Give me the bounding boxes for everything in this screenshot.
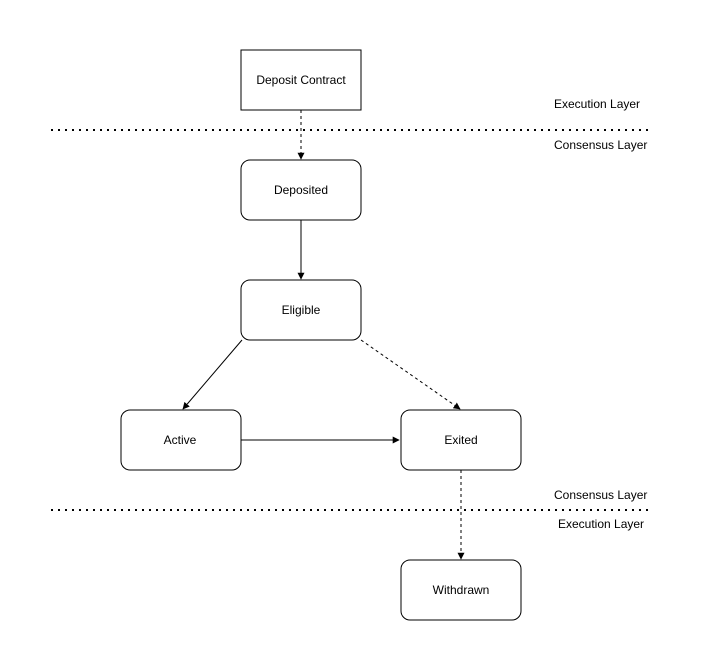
layer-label-consensus-top: Consensus Layer: [554, 138, 647, 152]
edge-eligible-to-exited: [360, 339, 461, 410]
node-active: Active: [120, 409, 242, 471]
layer-label-execution-top: Execution Layer: [554, 97, 640, 111]
node-exited: Exited: [400, 409, 522, 471]
node-deposited: Deposited: [240, 159, 362, 221]
node-active-label: Active: [164, 433, 197, 447]
layer-label-execution-bottom: Execution Layer: [558, 517, 644, 531]
node-deposit-contract: Deposit Contract: [240, 49, 362, 111]
node-eligible-label: Eligible: [282, 303, 321, 317]
node-withdrawn: Withdrawn: [400, 559, 522, 621]
node-exited-label: Exited: [444, 433, 477, 447]
node-deposited-label: Deposited: [274, 183, 328, 197]
node-eligible: Eligible: [240, 279, 362, 341]
node-withdrawn-label: Withdrawn: [433, 583, 490, 597]
edge-eligible-to-active: [182, 339, 243, 410]
layer-label-consensus-bottom: Consensus Layer: [554, 488, 647, 502]
node-deposit-contract-label: Deposit Contract: [256, 73, 346, 87]
